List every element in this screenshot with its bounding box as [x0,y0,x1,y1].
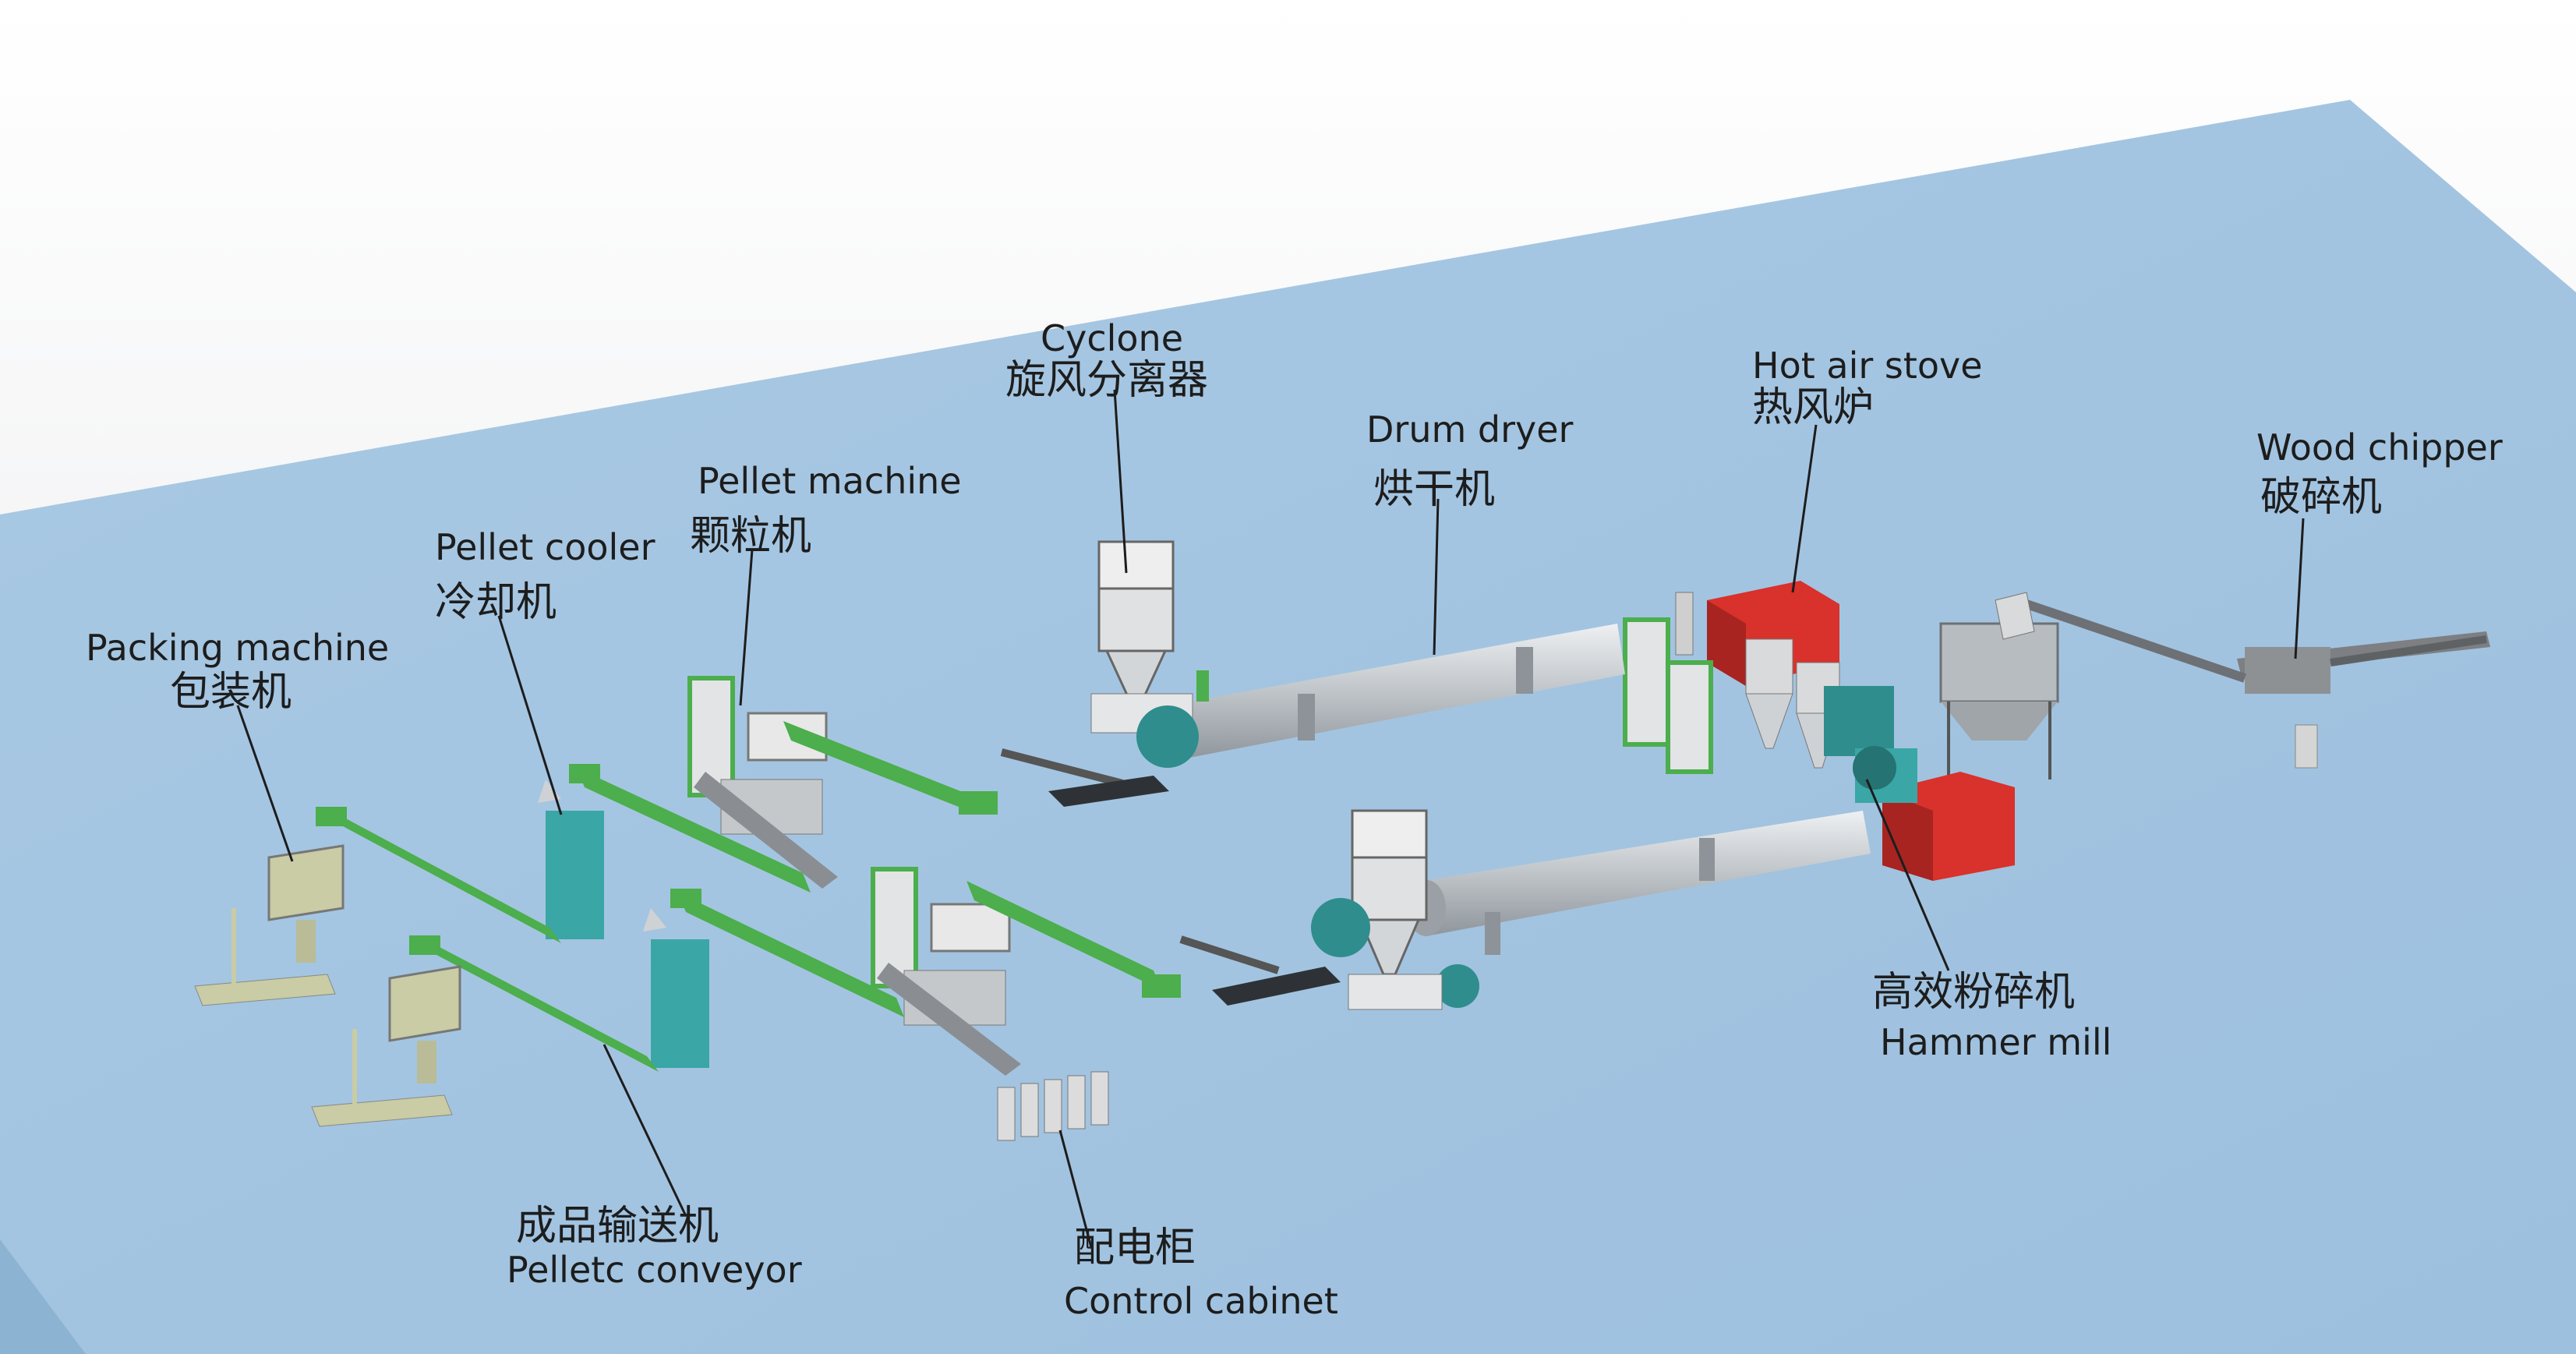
leader-hot-air-stove [1791,424,1818,593]
leader-hammer-mill [1865,779,1950,971]
top-cyclone [1090,540,1209,768]
label-pellet-machine-en: Pellet machine [698,460,962,502]
top-green-cabinets [1623,617,1713,774]
leader-packing-machine [236,705,294,862]
pellet-conveyor-bottom [409,935,659,1072]
leader-pellet-conveyor [602,1044,687,1217]
label-hot-air-stove-cn: 热风炉 [1752,384,1874,431]
label-cyclone-en: Cyclone [1041,317,1183,359]
label-cyclone-cn: 旋风分离器 [1005,357,1208,404]
label-hot-air-stove-en: Hot air stove [1752,345,1983,387]
label-control-cabinet-en: Control cabinet [1064,1280,1338,1322]
top-screw-conveyor [1000,748,1124,787]
bottom-hot-air-stove [1882,772,2015,881]
label-pellet-cooler-en: Pellet cooler [435,526,655,568]
floor-edge [0,1239,86,1354]
pellet-machine-top [687,676,998,889]
label-drum-dryer-cn: 烘干机 [1373,466,1495,513]
bottom-screw-conveyor [1179,935,1280,974]
hot-air-stove [1675,581,1839,686]
label-pellet-conveyor-cn: 成品输送机 [516,1203,719,1250]
pellet-machine-bottom [871,867,1181,1076]
label-control-cabinet-cn: 配电柜 [1074,1225,1196,1271]
packing-machine-bottom [311,965,461,1127]
packing-machine-top [194,844,345,1006]
control-cabinets [997,1071,1109,1141]
bottom-cyclone [1311,809,1479,1010]
pellet-cooler-bottom [643,889,904,1068]
label-wood-chipper-cn: 破碎机 [2260,474,2382,521]
wood-chipper [2237,631,2490,769]
leader-drum-dryer [1433,498,1440,656]
leader-cyclone [1113,389,1128,574]
label-pellet-conveyor-en: Pelletc conveyor [507,1249,802,1291]
label-pellet-cooler-cn: 冷却机 [435,579,557,626]
label-hammer-mill-en: Hammer mill [1880,1021,2111,1063]
label-hammer-mill-cn: 高效粉碎机 [1872,969,2075,1016]
bottom-pit [1212,967,1341,1006]
label-drum-dryer-en: Drum dryer [1366,408,1574,451]
label-pellet-machine-cn: 颗粒机 [690,513,811,560]
label-wood-chipper-en: Wood chipper [2256,426,2503,468]
leader-pellet-cooler [497,615,563,815]
leader-wood-chipper [2294,518,2305,659]
pellet-cooler-top [538,764,811,939]
leader-pellet-machine [739,549,754,706]
feeding-silo [1939,592,2059,780]
hammer-mill [1824,686,1917,803]
leader-control-cabinet [1058,1130,1093,1248]
top-pit [1048,776,1169,807]
label-packing-machine-cn: 包装机 [170,669,292,716]
pellet-conveyor-top [316,807,561,943]
label-packing-machine-en: Packing machine [86,627,389,669]
feed-belt-conveyor [2025,599,2246,683]
